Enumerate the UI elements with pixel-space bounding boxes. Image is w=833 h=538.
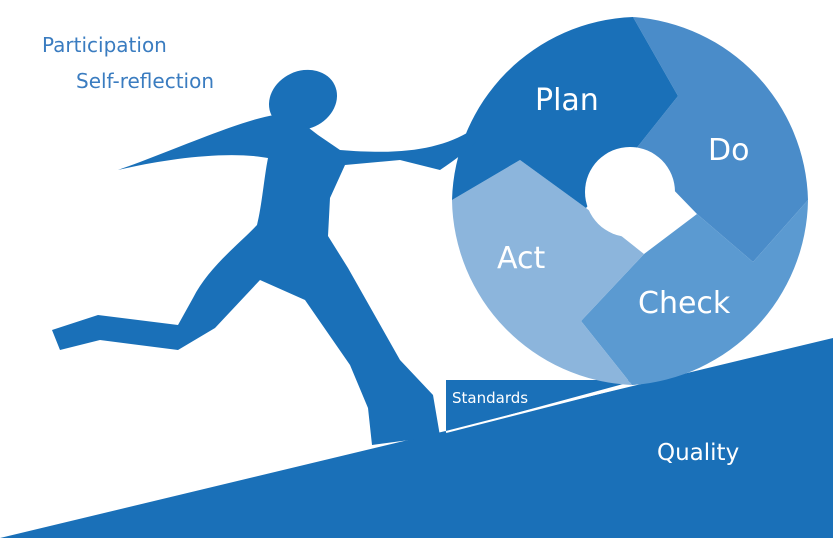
plan-label: Plan	[535, 83, 599, 118]
figure-body	[52, 115, 478, 445]
check-label: Check	[638, 286, 731, 321]
standards-divider	[445, 379, 651, 433]
do-label: Do	[708, 133, 749, 168]
do-segment	[633, 17, 808, 262]
act-label: Act	[497, 241, 545, 276]
figure-head	[268, 69, 338, 131]
standards-label: Standards	[452, 389, 528, 407]
participation-label: Participation	[42, 33, 167, 57]
self-reflection-label: Self-reflection	[76, 69, 214, 93]
pdca-wheel	[452, 17, 808, 385]
quality-label: Quality	[657, 440, 739, 466]
check-segment	[581, 200, 808, 385]
running-figure	[52, 69, 478, 445]
wheel-hub	[585, 147, 675, 237]
